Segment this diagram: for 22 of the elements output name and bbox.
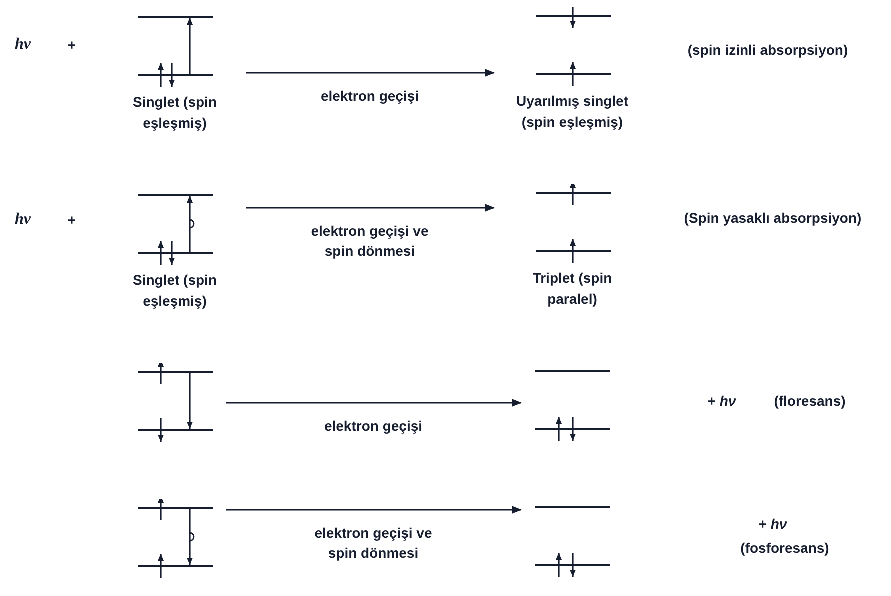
text-label: hν [15, 35, 31, 55]
text-label: hν [15, 210, 31, 230]
text-label: (spin izinli absorpsiyon) [688, 41, 848, 60]
state-label: Singlet (spin eşleşmiş) [132, 271, 218, 311]
state-label: Triplet (spin paralel) [532, 269, 614, 309]
text-label: (fosforesans) [740, 539, 830, 558]
text-label: + [68, 211, 76, 230]
edge-label: elektron geçişi ve spin dönmesi [310, 222, 430, 261]
text-label: + [68, 36, 76, 55]
arrow [226, 506, 522, 514]
arrow [246, 69, 495, 77]
edge-label: elektron geçişi ve spin dönmesi [314, 524, 434, 563]
text-label: (floresans) [774, 392, 846, 411]
state-label: Singlet (spin eşleşmiş) [132, 93, 218, 133]
arrow [246, 204, 495, 212]
state-label: Uyarılmış singlet (spin eşleşmiş) [515, 92, 630, 132]
arrow [226, 399, 522, 407]
edge-label: elektron geçişi [320, 87, 420, 106]
text-label: + hν [758, 515, 788, 534]
text-label: (Spin yasaklı absorpsiyon) [684, 209, 862, 228]
edge-label: elektron geçişi [323, 417, 424, 436]
text-label: + hν [708, 392, 736, 411]
